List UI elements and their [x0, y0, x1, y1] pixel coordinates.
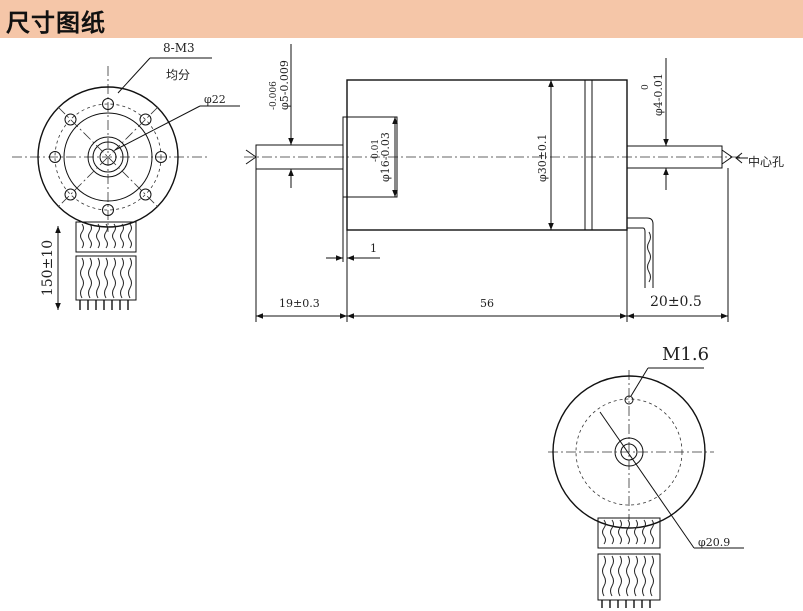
rear-lead-wires [597, 517, 661, 608]
rear-wire-bundle-upper [597, 517, 661, 549]
diameter-label: φ20.9 [698, 536, 730, 549]
boss-label: φ16-0.03 [379, 132, 392, 182]
screw-hole [49, 151, 61, 163]
wire-bundle-upper [75, 221, 137, 253]
shaft-left-label: φ5-0.009 [278, 60, 291, 110]
left-shaft-end [245, 149, 257, 165]
front-lead-wires [75, 221, 137, 310]
body-length-label: 56 [480, 297, 494, 310]
wire-bundle-lower [75, 255, 137, 301]
front-shaft-outline [99, 148, 117, 166]
rear-wire-tips [601, 600, 651, 608]
shaft-right-tol-top: 0 [641, 84, 651, 90]
body-label: φ30±0.1 [536, 134, 549, 182]
front-view: 8-M3 均分 φ22 150±10 [12, 41, 240, 310]
screw-hole [139, 113, 152, 126]
front-boss-inner [92, 141, 124, 173]
rear-thread-hole [624, 395, 634, 405]
wire-tips [79, 300, 129, 310]
pcd-label: φ22 [204, 93, 226, 106]
even-label: 均分 [166, 68, 190, 82]
wire-strands-upper [80, 223, 132, 249]
shaft-right-label: φ4-0.01 [652, 73, 665, 116]
front-screw-holes [49, 98, 167, 216]
rear-body-outline [552, 375, 706, 529]
cable-strand [647, 231, 651, 283]
side-view: φ5-0.009 -0.006 φ16-0.03 -0.01 φ30±0.1 φ… [244, 44, 784, 322]
title-bar: 尺寸图纸 [0, 0, 803, 38]
wire-strands-lower [80, 257, 132, 299]
screw-leader [117, 57, 151, 94]
front-flange-outline [37, 86, 179, 228]
lead-length-label: 150±10 [40, 240, 56, 296]
screw-hole [102, 98, 114, 110]
rear-wire-bundle-lower [597, 553, 661, 601]
center-hole-label: 中心孔 [748, 154, 784, 169]
rear-wire-strands-lower [602, 555, 654, 597]
screw-hole [64, 188, 77, 201]
screw-hole [64, 113, 77, 126]
center-hole-arrow [735, 152, 743, 164]
right-shaft [626, 145, 723, 169]
thread-leader [630, 367, 649, 397]
front-diag-centerline [57, 106, 159, 208]
boss-step-label: 1 [370, 242, 377, 255]
screw-hole [155, 151, 167, 163]
page-title: 尺寸图纸 [6, 9, 106, 37]
screw-hole [102, 204, 114, 216]
rear-bearing-inner [620, 443, 638, 461]
screw-hole [139, 188, 152, 201]
rear-inner-circle [575, 398, 683, 506]
diameter-leader [599, 411, 695, 549]
rear-bearing-outer [614, 437, 644, 467]
front-inner-ring [63, 112, 153, 202]
thread-label: M1.6 [662, 344, 709, 365]
right-shaft-end [721, 149, 733, 165]
pcd-leader [114, 105, 201, 151]
rear-view: M1.6 φ20.9 [548, 344, 744, 608]
left-length-label: 19±0.3 [279, 297, 320, 310]
screw-label: 8-M3 [163, 41, 195, 55]
shaft-left-tol-top: -0.006 [269, 81, 279, 110]
rear-wire-strands-upper [602, 519, 654, 545]
boss-tol-top: -0.01 [371, 139, 381, 162]
front-pitch-circle [54, 103, 162, 211]
front-boss-outline [87, 136, 129, 178]
right-length-label: 20±0.5 [650, 294, 702, 310]
cable-exit [627, 217, 654, 288]
front-diag-centerline [57, 106, 159, 208]
